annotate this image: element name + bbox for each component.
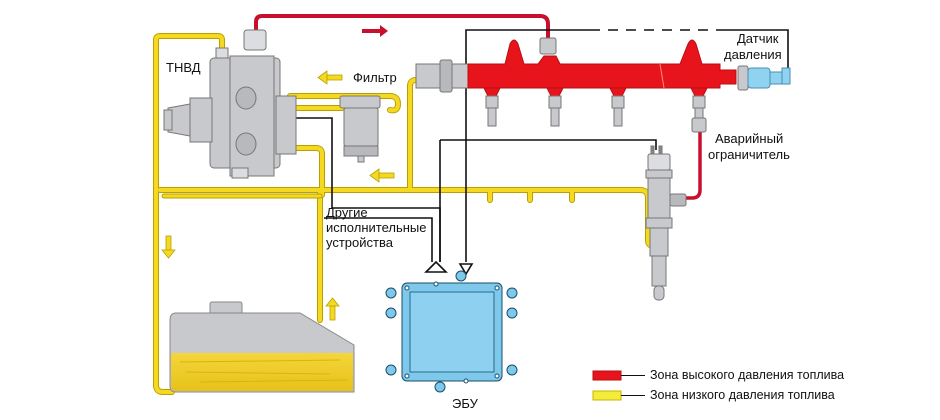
legend-swatch-high [592,370,622,381]
wire-other [324,217,433,262]
label-limiter-2: ограничитель [708,147,790,162]
ecu [385,270,518,393]
fuel-filter [339,95,381,163]
label-limiter-1: Аварийный [715,131,784,146]
high-pressure-pump [163,29,297,179]
wire-sensor [465,29,789,262]
label-filter: Фильтр [353,70,397,85]
ecu-wires [282,29,789,276]
legend [592,370,645,401]
fuel-rail [415,37,737,133]
injector [645,145,687,301]
rail-outlets [483,87,708,133]
label-ecu: ЭБУ [452,396,478,411]
arrow-down [161,235,176,259]
label-other-actuators-3: устройства [326,235,393,250]
label-pressure-sensor-2: давления [724,47,782,62]
arrow-up [325,297,340,321]
arrow-filter [317,70,343,85]
label-other-actuators-1: Другие [326,205,368,220]
rail-to-injector-line [678,128,702,200]
ecu-connector-1 [424,260,448,273]
legend-label-high: Зона высокого давления топлива [650,368,845,382]
legend-swatch-low [592,390,622,401]
low-pressure-lines [153,33,663,395]
pump-to-rail-line [254,14,550,46]
arrow-return [369,168,395,183]
label-pressure-sensor-1: Датчик [737,31,779,46]
flow-arrows [161,25,395,321]
pressure-sensor [737,65,791,91]
high-pressure-lines [254,14,702,200]
label-other-actuators-2: исполнительные [326,220,427,235]
wire-injector [440,139,657,150]
legend-label-low: Зона низкого давления топлива [650,388,835,402]
arrow-red [362,25,388,37]
label-pump: ТНВД [166,60,201,75]
fuel-tank [169,301,355,393]
ecu-connector-2 [458,263,474,276]
